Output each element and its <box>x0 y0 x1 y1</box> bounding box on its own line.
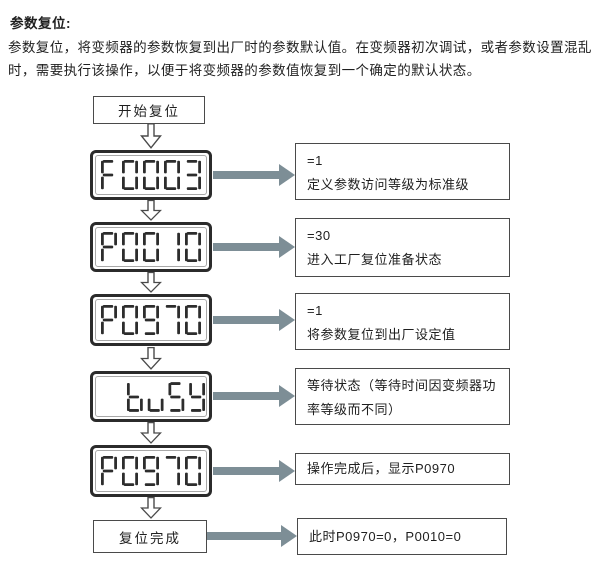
display-glass <box>95 376 207 417</box>
arrow-down-icon <box>140 347 162 370</box>
arrow-right-icon <box>207 525 297 547</box>
arrow-down-icon <box>140 123 162 149</box>
intro-paragraph: 参数复位，将变频器的参数恢复到出厂时的参数默认值。在变频器初次调试，或者参数设置… <box>8 40 592 78</box>
start-node: 开始复位 <box>93 96 205 124</box>
step-desc-text: 等待状态（等待时间因变频器功率等级而不同） <box>307 378 497 417</box>
step-desc-text: 将参数复位到出厂设定值 <box>307 327 456 342</box>
seven-seg-display-p0010 <box>90 222 212 272</box>
seven-seg-display-p0970 <box>90 294 212 346</box>
step-desc-text: 进入工厂复位准备状态 <box>307 252 443 267</box>
result-box: 此时P0970=0，P0010=0 <box>297 518 507 555</box>
display-glass <box>95 227 207 267</box>
arrow-down-icon <box>140 200 162 221</box>
seven-seg-display-p0970 <box>90 445 212 497</box>
seven-seg-display-f0003 <box>90 150 212 200</box>
display-glass <box>95 450 207 492</box>
flowchart: 开始复位 =1 定义参数访问等级为标准级 =30 进入工厂复位准备状态 <box>0 93 600 567</box>
step-value: =1 <box>307 153 323 168</box>
step-description: 等待状态（等待时间因变频器功率等级而不同） <box>295 368 510 425</box>
seven-seg-display-busy <box>90 371 212 422</box>
arrow-right-icon <box>213 460 295 482</box>
step-desc-text: 操作完成后，显示P0970 <box>307 461 456 476</box>
arrow-down-icon <box>140 422 162 444</box>
result-text: 此时P0970=0，P0010=0 <box>309 528 462 544</box>
step-description: =1 将参数复位到出厂设定值 <box>295 293 510 350</box>
arrow-right-icon <box>213 236 295 258</box>
end-node: 复位完成 <box>93 520 207 553</box>
step-value: =1 <box>307 303 323 318</box>
arrow-down-icon <box>140 497 162 519</box>
step-desc-text: 定义参数访问等级为标准级 <box>307 177 470 192</box>
step-description: =30 进入工厂复位准备状态 <box>295 218 510 277</box>
arrow-right-icon <box>213 309 295 331</box>
step-description: =1 定义参数访问等级为标准级 <box>295 143 510 200</box>
step-description: 操作完成后，显示P0970 <box>295 453 510 485</box>
page-title: 参数复位: <box>10 16 71 31</box>
step-value: =30 <box>307 228 331 243</box>
arrow-down-icon <box>140 272 162 293</box>
display-glass <box>95 155 207 195</box>
display-glass <box>95 299 207 341</box>
arrow-right-icon <box>213 164 295 186</box>
arrow-right-icon <box>213 385 295 407</box>
